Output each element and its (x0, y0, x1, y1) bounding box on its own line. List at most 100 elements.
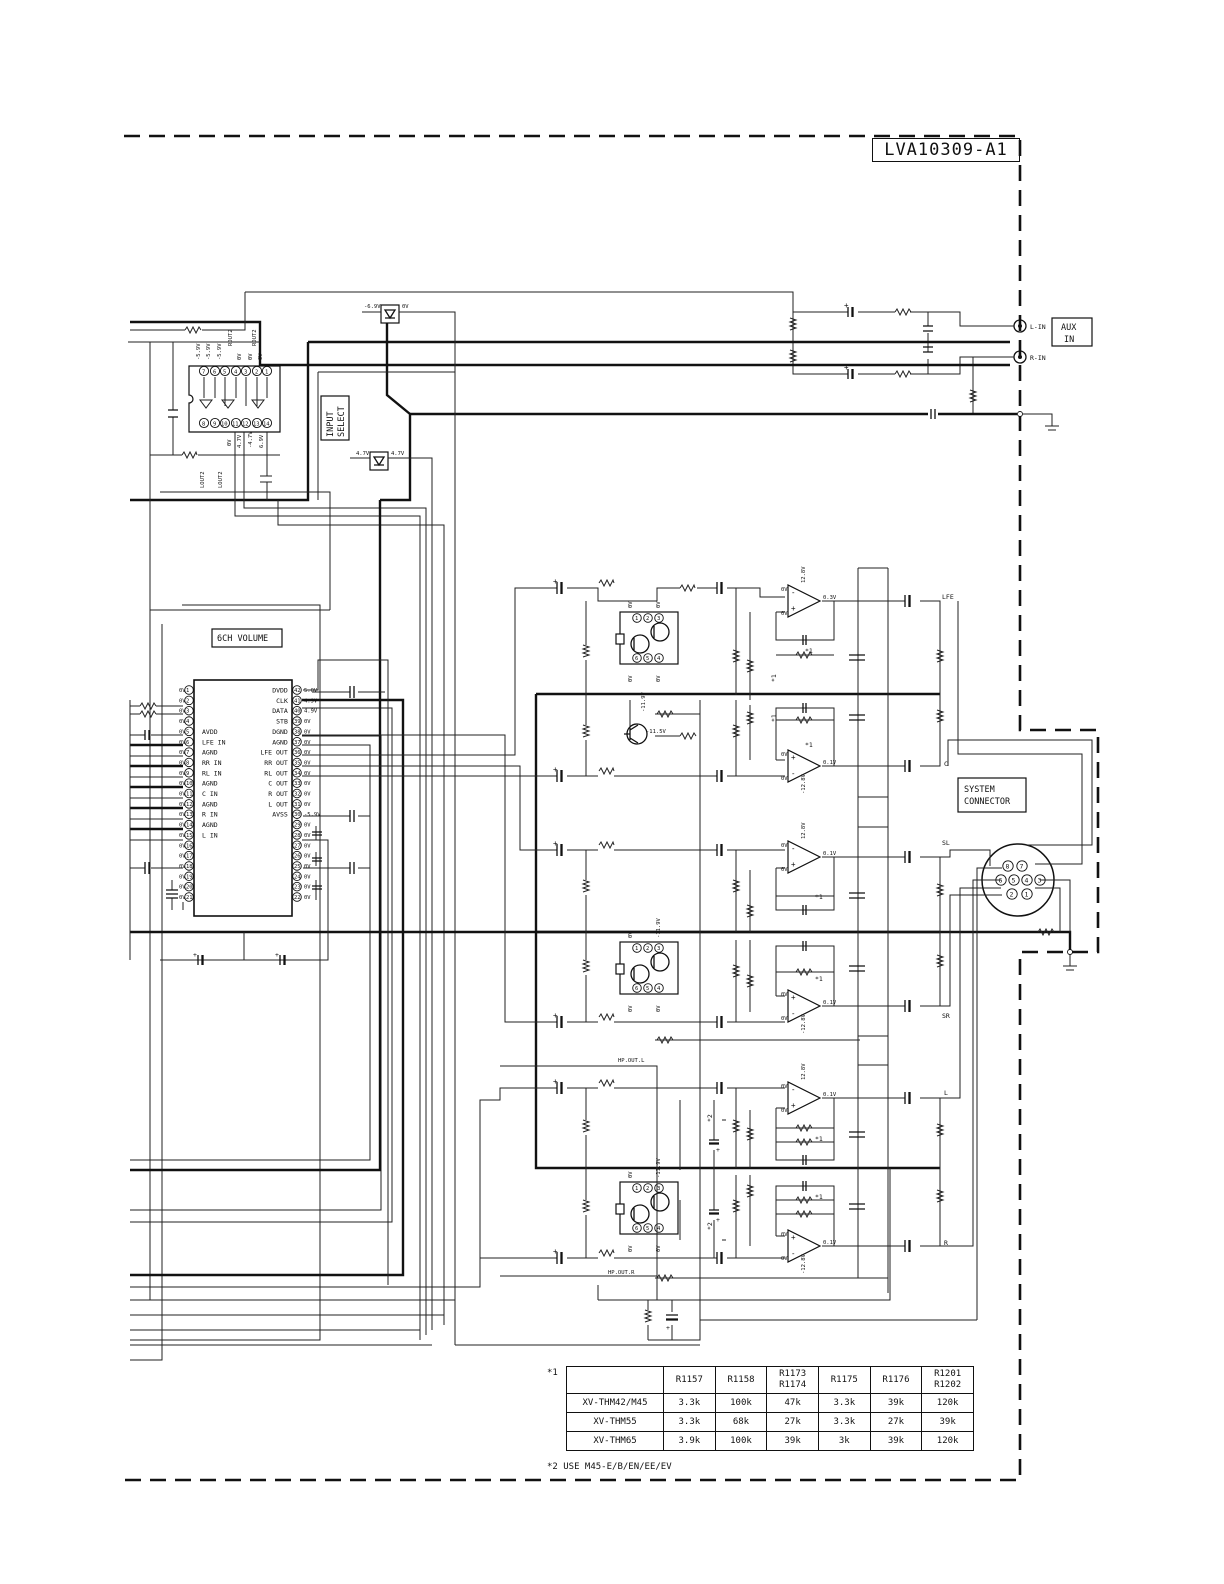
ic-right-label: DGND (272, 728, 288, 736)
ic-left-label: AGND (202, 800, 218, 808)
pin-voltage: 0V (304, 843, 311, 849)
opamp-input-sign: - (791, 769, 796, 778)
opamp-icon (787, 1081, 822, 1115)
ic-pin (292, 830, 302, 840)
ic-pin-number: 25 (294, 864, 301, 870)
svg-text:-5.9V: -5.9V (196, 343, 202, 360)
ic-pin (292, 871, 302, 882)
table-cell: 27k (869, 1412, 923, 1432)
ic-pin (632, 983, 642, 993)
ic-pin (184, 768, 194, 778)
ic-right-label: C OUT (268, 780, 288, 788)
pin-voltage: 4.9V (304, 709, 318, 715)
ic-right-label: DATA (272, 707, 288, 715)
connector-pin (1021, 874, 1033, 886)
pin-voltage: 0V (304, 854, 311, 860)
star1-mark-5: *1 (815, 893, 823, 901)
ic-pin (654, 943, 664, 953)
connector-pin-number: 1 (1025, 891, 1029, 899)
ic-pin (643, 653, 653, 663)
pin-voltage: 0V (179, 895, 186, 901)
ic-pin (292, 747, 302, 757)
system-connector-label-1: SYSTEM (964, 785, 995, 795)
table-cell: 120k (921, 1393, 974, 1413)
table-cell: 100k (714, 1393, 768, 1413)
package-voltage: 0V (656, 1245, 662, 1252)
ic-right-label: AGND (272, 738, 288, 746)
ic-pin-number: 19 (186, 874, 193, 880)
pin-voltage: 5.0V (304, 688, 318, 694)
ic-pin (184, 819, 194, 830)
svg-text:0V: 0V (237, 353, 243, 360)
annotations: *1 *1 *1 *1 *1 *1 *1 *1 LFE C SL SR L R (770, 593, 954, 1247)
opamp-supply: 12.8V (801, 1063, 807, 1080)
opamp-out-voltage: 0.1V (823, 1092, 837, 1098)
transistor-icon (630, 964, 650, 984)
opamp-pin-voltage: 0V (781, 1016, 788, 1022)
opamp-input-sign: + (791, 1101, 796, 1110)
ic-pin-number: 3 (244, 370, 247, 376)
ic-left-label: AGND (202, 749, 218, 757)
package-voltage: 0V (656, 1005, 662, 1012)
table-cell: 3k (817, 1431, 871, 1451)
ic-pin-number: 29 (294, 823, 301, 829)
ic-pin (184, 716, 194, 726)
star1-mark-7: *1 (815, 1135, 823, 1143)
ic-pin-number: 12 (242, 422, 249, 428)
ic-pin (632, 1183, 642, 1193)
ic-pin (184, 788, 194, 799)
ic-pin-number: 5 (646, 986, 649, 992)
pin-voltage: -5.9V (304, 812, 321, 818)
ic-pin (240, 417, 252, 429)
pin-voltage: 0V (179, 709, 186, 715)
ic-pin-number: 1 (635, 946, 638, 952)
svg-text:LOUT2: LOUT2 (218, 471, 224, 488)
pin-voltage: 0V (179, 729, 186, 735)
svg-text:-11.9V: -11.9V (641, 691, 647, 712)
l-in-label: L-IN (1030, 323, 1046, 331)
ic-pin-number: 1 (635, 616, 638, 622)
svg-text:-5.9V: -5.9V (217, 343, 223, 360)
ic-pin (292, 840, 302, 851)
ic-pin-number: 14 (186, 823, 193, 829)
ic-pin-number: 17 (186, 854, 193, 860)
table-cell: 47k (766, 1393, 819, 1413)
ic-pin (219, 365, 231, 377)
ic-pin (184, 737, 194, 747)
table-cell: 3.3k (817, 1412, 871, 1432)
opamp-out-voltage: 0.1V (823, 1000, 837, 1006)
ic-right-label: L OUT (268, 800, 288, 808)
ic-pin (198, 417, 210, 429)
volume-ic-body (193, 679, 293, 917)
table-cell: 3.9k (663, 1431, 716, 1451)
table-header: R1176 (869, 1366, 923, 1394)
ic-pin-number: 40 (294, 709, 301, 715)
opamp-supply: -12.8V (801, 1013, 807, 1034)
transistor-icon (630, 634, 650, 654)
star2-note-a: *2 (706, 1114, 714, 1122)
ic-pin-number: 9 (186, 771, 189, 777)
hp-out-l-label: HP.OUT.L (618, 1058, 645, 1064)
star1-mark-3: *1 (805, 647, 813, 655)
output-stages: ++++++ -+0.3V0V0V12.8V+-0.1V0V0V-12.8V-+… (302, 566, 945, 1293)
ic-pin-number: 38 (294, 729, 301, 735)
star1-mark-8: *1 (815, 1193, 823, 1201)
ic-pin (184, 685, 194, 695)
transistor-icon (630, 1204, 650, 1224)
pin-voltage: 0V (179, 812, 186, 818)
footnote1-marker: *1 (547, 1368, 558, 1378)
ic-pin-number: 2 (646, 1186, 649, 1192)
ic-pin-number: 33 (294, 781, 301, 787)
ic-pin-number: 6 (635, 986, 638, 992)
ic-pin-number: 4 (657, 1226, 661, 1232)
transistor-base (633, 626, 655, 650)
ic-pin-number: 2 (646, 616, 649, 622)
ic-pin (292, 716, 302, 726)
ic-pin-number: 10 (186, 781, 193, 787)
package-notch (615, 963, 625, 975)
pin-voltage: 0V (304, 802, 311, 808)
ic-pin (184, 726, 194, 737)
volume-label: 6CH VOLUME (217, 634, 268, 644)
input-select-label-1: INPUT (326, 411, 336, 437)
